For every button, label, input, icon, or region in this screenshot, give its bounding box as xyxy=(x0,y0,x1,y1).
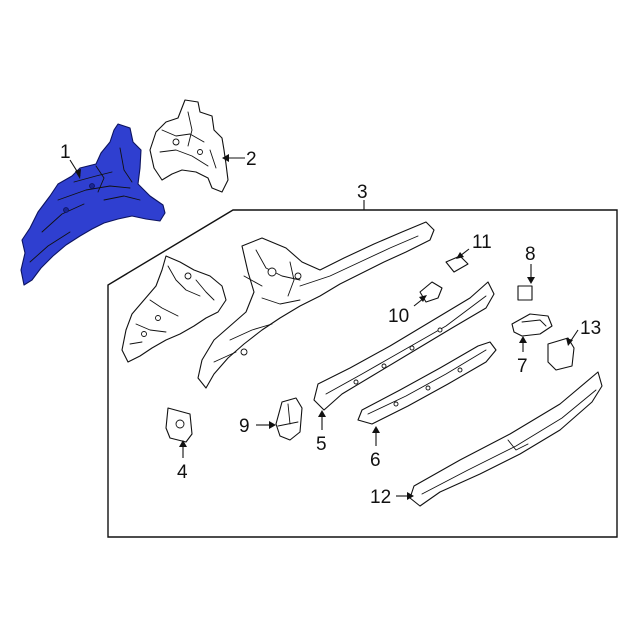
part-6-hole xyxy=(457,367,463,373)
part-2-detail xyxy=(159,111,217,169)
assembly-frame xyxy=(107,209,618,538)
part-6-rail[interactable] xyxy=(357,341,497,425)
arrow-4 xyxy=(179,440,187,447)
arrow-8 xyxy=(527,277,535,284)
front-apron-detail xyxy=(129,265,215,345)
part-7-body xyxy=(511,313,553,337)
part-13-bracket[interactable] xyxy=(547,337,575,371)
part-9-detail xyxy=(277,403,299,427)
callout-1: 1 xyxy=(60,142,71,163)
part-5-body xyxy=(313,281,495,411)
part-11-tab[interactable] xyxy=(445,255,469,273)
part-1-hole xyxy=(63,207,69,213)
part-2-hole xyxy=(197,149,203,155)
callout-8: 8 xyxy=(525,244,536,265)
front-apron-hole xyxy=(184,272,192,280)
callout-3: 3 xyxy=(357,182,368,203)
part-5-hole xyxy=(381,363,387,369)
side-member-hole xyxy=(294,272,302,280)
side-member-hole xyxy=(240,348,248,356)
callout-4: 4 xyxy=(177,462,188,483)
arrow-11 xyxy=(456,252,464,259)
part-6-body xyxy=(357,341,497,425)
part-12-body xyxy=(409,371,603,507)
part-5-hole xyxy=(409,345,415,351)
part-12-detail xyxy=(421,389,597,495)
part-1-body xyxy=(20,123,166,286)
callouts: 1 2 3 4 5 6 7 8 9 10 11 12 13 xyxy=(60,142,601,508)
arrow-9 xyxy=(269,421,276,429)
part-9-bracket[interactable] xyxy=(275,397,303,441)
callout-2: 2 xyxy=(246,149,257,170)
leaders xyxy=(69,154,579,500)
part-5-hole xyxy=(437,327,443,333)
part-8-body xyxy=(517,285,533,301)
callout-9: 9 xyxy=(239,416,250,437)
part-side-member[interactable] xyxy=(197,221,435,389)
part-2-body xyxy=(149,99,229,193)
part-13-body xyxy=(547,337,575,371)
callout-11: 11 xyxy=(472,232,492,253)
part-6-detail xyxy=(367,349,487,415)
part-11-body xyxy=(445,255,469,273)
side-member-hole xyxy=(267,267,277,277)
front-apron-body xyxy=(121,255,227,363)
callout-13: 13 xyxy=(580,318,601,339)
part-1-wheelhouse-panel[interactable] xyxy=(20,123,166,286)
part-5-hole xyxy=(353,379,359,385)
part-6-hole xyxy=(425,385,431,391)
part-1-hole xyxy=(89,183,95,189)
part-12-member[interactable] xyxy=(409,371,603,507)
part-5-rail[interactable] xyxy=(313,281,495,411)
callout-5: 5 xyxy=(316,434,327,455)
arrow-12 xyxy=(407,492,414,500)
part-2-bracket[interactable] xyxy=(149,99,229,193)
part-4-plate[interactable] xyxy=(165,407,193,443)
side-member-body xyxy=(197,221,435,389)
part-9-body xyxy=(275,397,303,441)
callout-10: 10 xyxy=(388,306,409,327)
part-6-hole xyxy=(393,401,399,407)
part-7-detail xyxy=(521,319,547,327)
part-5-detail xyxy=(325,295,487,395)
part-4-hole xyxy=(175,419,185,429)
part-1-detail xyxy=(29,147,141,263)
part-8-plate[interactable] xyxy=(517,285,533,301)
part-2-hole xyxy=(172,138,180,146)
arrow-1 xyxy=(75,169,81,179)
callout-12: 12 xyxy=(370,487,391,508)
callout-6: 6 xyxy=(370,450,381,471)
arrow-2 xyxy=(222,154,229,162)
arrow-10 xyxy=(419,295,427,302)
arrow-7 xyxy=(519,336,527,343)
callout-7: 7 xyxy=(517,356,528,377)
arrow-6 xyxy=(372,426,380,433)
arrow-13 xyxy=(566,338,573,346)
part-front-apron[interactable] xyxy=(121,255,227,363)
part-7-bracket[interactable] xyxy=(511,313,553,337)
front-apron-hole xyxy=(155,315,161,321)
front-apron-hole xyxy=(141,331,147,337)
arrow-5 xyxy=(318,410,326,417)
